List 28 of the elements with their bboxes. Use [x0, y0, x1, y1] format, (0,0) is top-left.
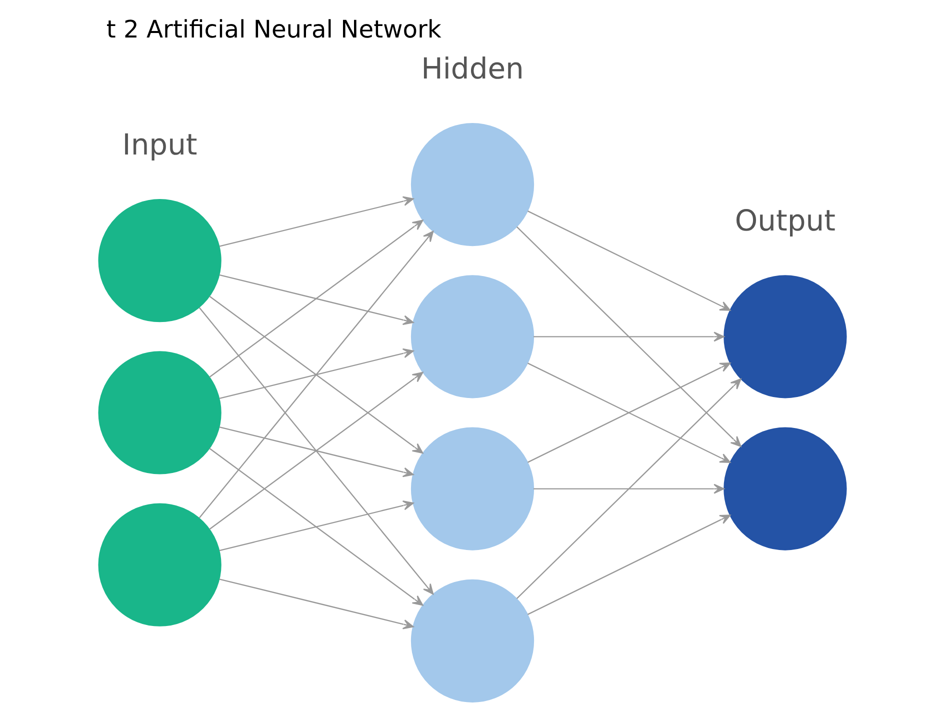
arrow — [219, 578, 414, 630]
arrow — [534, 332, 724, 342]
arrow — [516, 226, 742, 447]
arrow — [528, 210, 731, 311]
arrow — [209, 372, 424, 530]
arrow — [209, 220, 424, 378]
label: Input — [122, 128, 198, 162]
arrow — [198, 230, 434, 518]
label: Output — [734, 204, 836, 238]
arrow — [198, 307, 434, 595]
arrow — [219, 274, 414, 325]
arrow — [209, 296, 424, 454]
arrow — [516, 378, 742, 600]
node-circle — [98, 199, 222, 322]
arrow — [219, 196, 414, 247]
diagram-title: t 2 Artificial Neural Network — [106, 15, 442, 44]
arrow — [528, 514, 731, 615]
arrow — [528, 362, 731, 463]
node-circle — [98, 503, 222, 626]
arrow — [534, 484, 724, 494]
node-circle — [98, 351, 222, 474]
label: Hidden — [421, 52, 524, 86]
arrow — [209, 448, 424, 606]
arrow — [219, 426, 414, 478]
node-circle — [724, 275, 847, 398]
node-circle — [724, 427, 847, 550]
arrow — [219, 500, 414, 552]
arrow — [219, 348, 414, 400]
